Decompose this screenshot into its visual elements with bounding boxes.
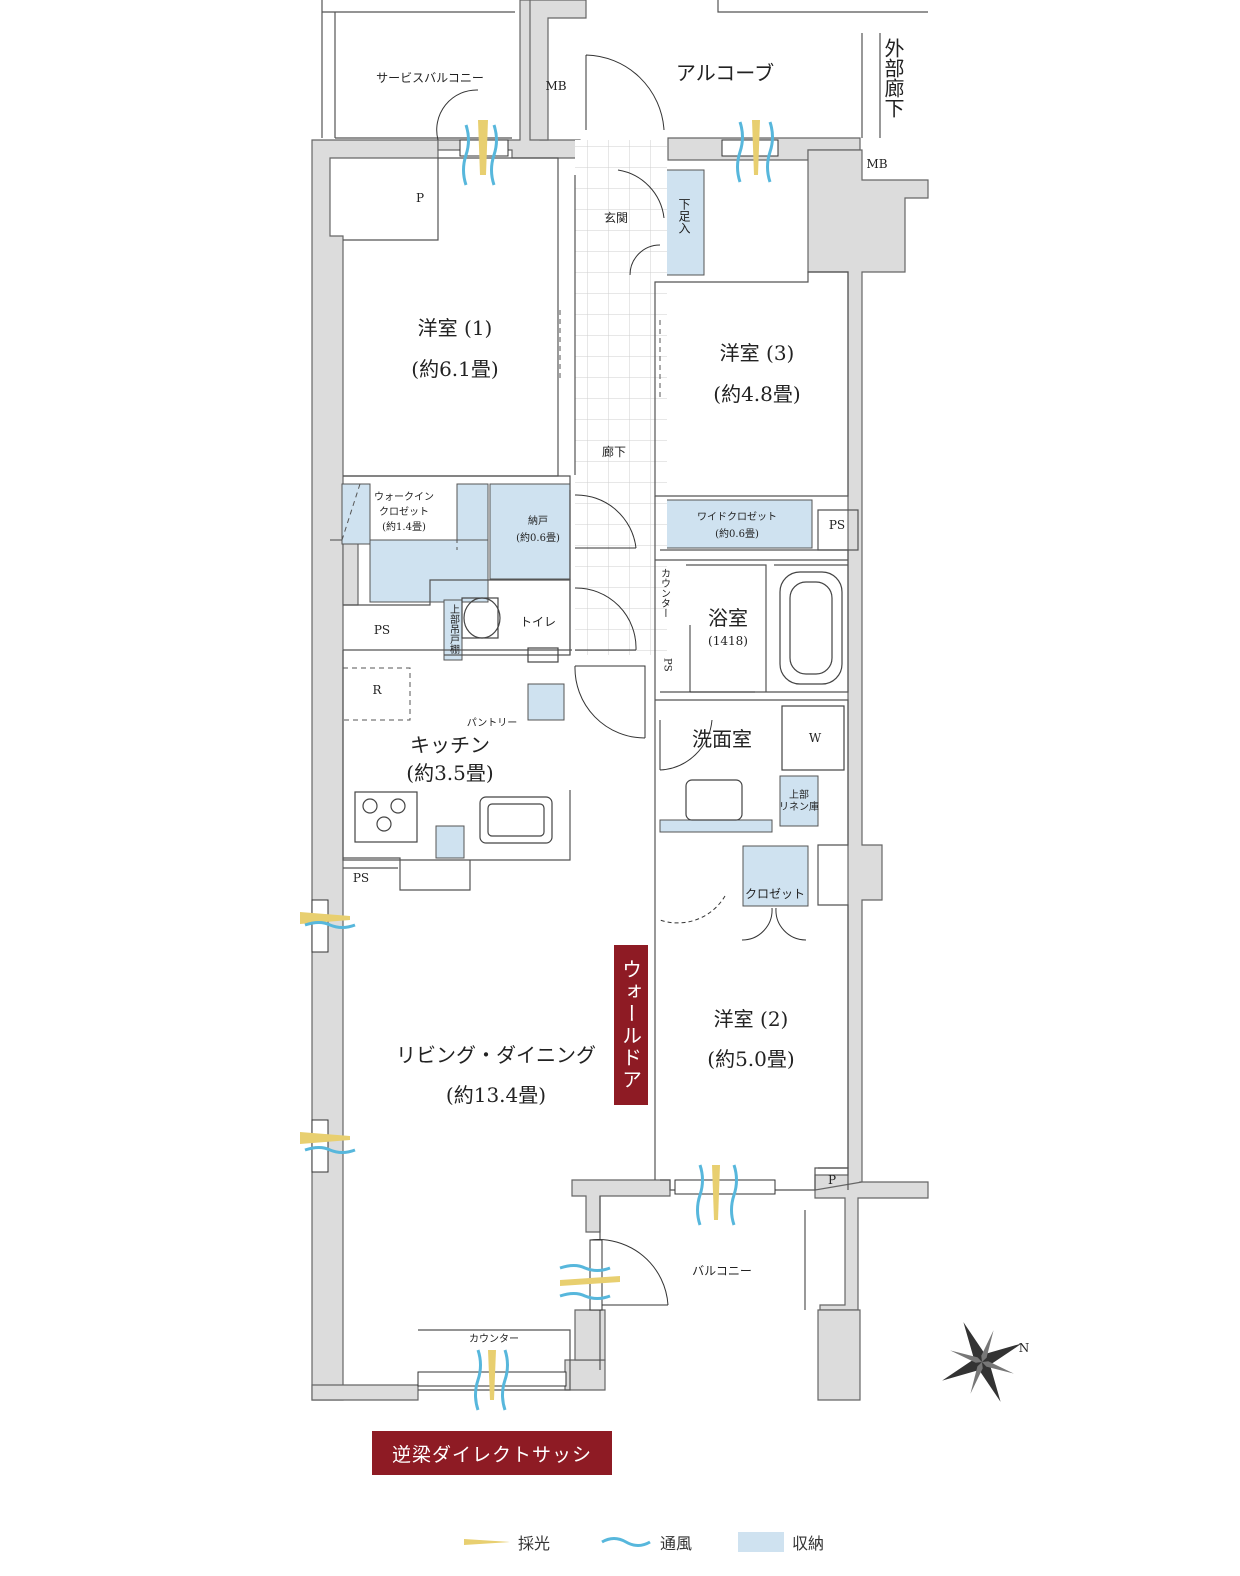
ps-left-label: PS: [374, 623, 390, 637]
western1-size: (約6.1畳): [411, 357, 498, 381]
legend-ventilation-label: 通風: [660, 1534, 693, 1553]
fridge-label: R: [372, 683, 382, 697]
hallway-floor: [575, 140, 667, 655]
p-bottom-label: P: [828, 1173, 836, 1187]
living-size: (約13.4畳): [446, 1083, 546, 1107]
walkin-label-2: クロゼット: [379, 506, 429, 518]
exterior-outline: [321, 0, 928, 139]
counter-small-label: カウンター: [659, 568, 671, 618]
light-icon: [464, 1539, 510, 1545]
balcony-label: バルコニー: [692, 1264, 752, 1278]
bathroom-size: (1418): [708, 634, 748, 648]
legend-ventilation: 通風: [600, 1530, 692, 1554]
legend-light: 採光: [464, 1530, 550, 1554]
wind-markers: [304, 121, 774, 1411]
outer-corridor-label: 外部廊下: [881, 38, 905, 118]
closet-dashes: [341, 310, 806, 721]
walkin-label-1: ウォークイン: [374, 491, 434, 503]
upper-shelf-label: 上部吊戸棚: [448, 604, 460, 655]
legend-storage: 収納: [738, 1530, 824, 1554]
compass-icon: [942, 1322, 1022, 1402]
wall-door-badge: ウォールドア: [614, 945, 648, 1105]
north-label: N: [1019, 1341, 1030, 1355]
legend-light-label: 採光: [518, 1534, 551, 1553]
p-top-label: P: [416, 191, 424, 205]
entrance-label: 玄関: [604, 210, 628, 225]
bathroom-name: 浴室: [708, 606, 748, 630]
western3-name: 洋室 (3): [720, 341, 795, 365]
doors: [436, 54, 807, 1306]
ps-bath-label: PS: [662, 658, 673, 672]
linen-label-1: 上部: [789, 788, 809, 801]
hallway-label: 廊下: [602, 444, 626, 459]
western3-size: (約4.8畳): [713, 382, 800, 406]
storage-label-2: (約0.6畳): [516, 531, 560, 544]
counter-bottom-label: カウンター: [469, 1333, 519, 1345]
fixtures: [354, 571, 845, 844]
legend-storage-label: 収納: [792, 1534, 825, 1553]
washer-label: W: [809, 731, 822, 745]
pantry-label: パントリー: [467, 717, 518, 729]
light-markers: [300, 120, 760, 1400]
western1-name: 洋室 (1): [418, 316, 493, 340]
western2-size: (約5.0畳): [707, 1047, 794, 1071]
mb-right-label: MB: [866, 157, 887, 171]
wide-closet-label-1: ワイドクロゼット: [697, 511, 777, 523]
closet-label: クロゼット: [745, 887, 805, 901]
ps-right-label: PS: [829, 518, 845, 532]
windows: [311, 139, 779, 1387]
storage-areas: [341, 169, 819, 907]
storage-label-1: 納戸: [528, 514, 548, 527]
living-name: リビング・ダイニング: [396, 1043, 596, 1067]
shoe-box-label: 下足入: [677, 198, 691, 234]
wind-icon: [601, 1537, 651, 1547]
direct-sash-badge: 逆梁ダイレクトサッシ: [372, 1431, 612, 1475]
walkin-label-3: (約1.4畳): [382, 520, 426, 533]
alcove-label: アルコーブ: [676, 61, 774, 85]
toilet-label: トイレ: [520, 615, 556, 629]
kitchen-name: キッチン: [410, 733, 490, 757]
wide-closet-label-2: (約0.6畳): [715, 527, 759, 540]
western2-name: 洋室 (2): [714, 1007, 789, 1031]
ps-kitchen-label: PS: [353, 871, 369, 885]
mb-top-label: MB: [545, 79, 566, 93]
storage-swatch-icon: [738, 1532, 784, 1552]
kitchen-size: (約3.5畳): [406, 761, 493, 785]
washroom-label: 洗面室: [692, 727, 752, 751]
linen-label-2: リネン庫: [779, 800, 819, 813]
service-balcony-label: サービスバルコニー: [376, 71, 484, 85]
